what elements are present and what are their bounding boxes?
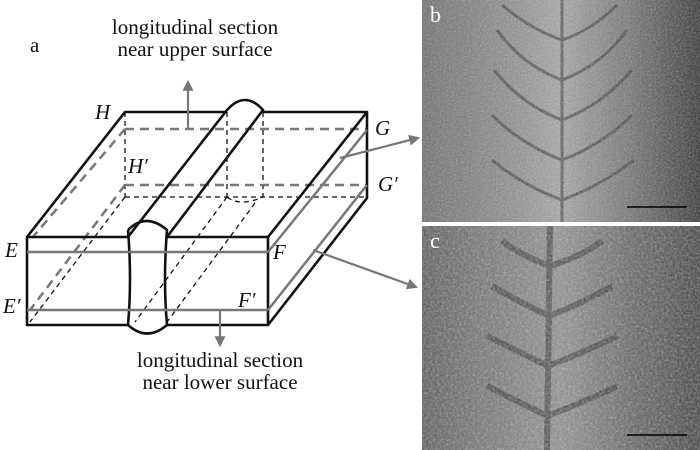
vertex-h: H	[95, 100, 111, 124]
vertex-g: G	[375, 116, 391, 140]
vertex-g-prime: G′	[378, 172, 398, 196]
upper-caption: longitudinal section near upper surface	[80, 16, 310, 60]
lower-caption-line2: near lower surface	[142, 370, 298, 394]
upper-caption-line2: near upper surface	[117, 37, 273, 61]
section-planes	[27, 129, 368, 312]
plate-edges	[25, 98, 369, 335]
panel-c-label: c	[430, 228, 440, 253]
hidden-edges	[29, 112, 367, 323]
vertex-e: E	[5, 238, 18, 262]
arrow-to-panel-b	[339, 134, 421, 160]
vertex-f-prime: F′	[238, 288, 256, 312]
micrograph-c: c	[422, 226, 700, 450]
weld-plate-schematic	[25, 79, 421, 348]
lower-caption-line1: longitudinal section	[136, 348, 304, 372]
micrograph-b: b	[422, 0, 700, 222]
micrograph-b-image	[422, 0, 700, 222]
section-planes-hidden	[29, 127, 367, 311]
arrows	[182, 79, 421, 348]
panel-b-label: b	[430, 2, 441, 27]
panel-a-label: a	[30, 33, 40, 57]
upper-caption-line1: longitudinal section	[111, 15, 279, 39]
vertex-f: F	[273, 240, 286, 264]
vertex-h-prime: H′	[128, 154, 148, 178]
vertex-e-prime: E′	[3, 294, 21, 318]
micrograph-c-image	[422, 226, 700, 450]
lower-caption: longitudinal section near lower surface	[105, 349, 335, 393]
arrow-to-panel-c	[312, 248, 419, 290]
